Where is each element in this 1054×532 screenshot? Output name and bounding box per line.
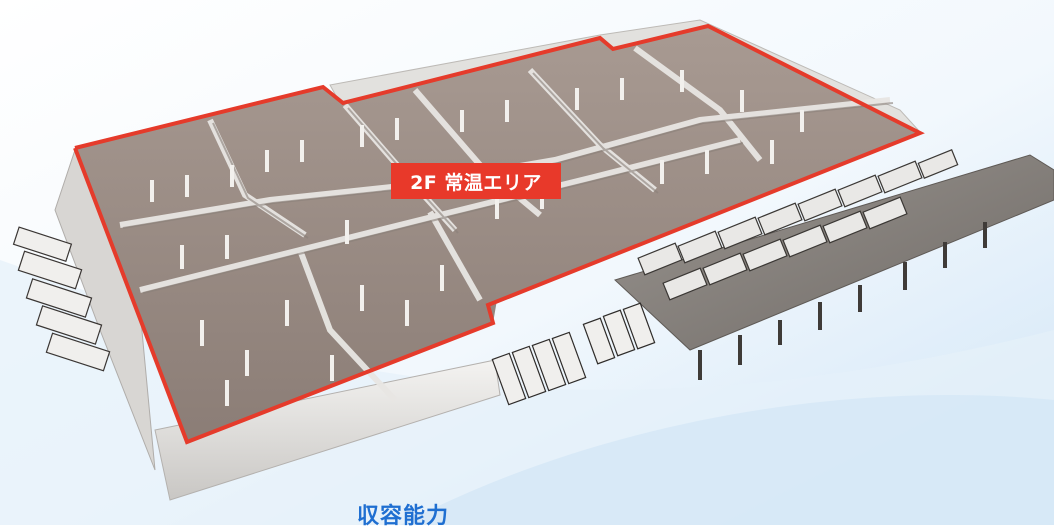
warehouse-floor bbox=[75, 26, 920, 442]
temperature-area-outline bbox=[73, 23, 925, 445]
ramp-supports bbox=[698, 222, 987, 380]
parked-trucks-front bbox=[491, 302, 656, 406]
parked-trucks-left bbox=[12, 226, 111, 372]
loading-ramp bbox=[614, 154, 1054, 351]
pillars bbox=[150, 70, 804, 406]
floor-area-label: 2F 常温エリア bbox=[391, 163, 561, 199]
parked-trucks-right bbox=[637, 149, 959, 301]
capacity-section-heading: 収容能力 bbox=[357, 504, 450, 529]
background-wave bbox=[400, 395, 1054, 525]
